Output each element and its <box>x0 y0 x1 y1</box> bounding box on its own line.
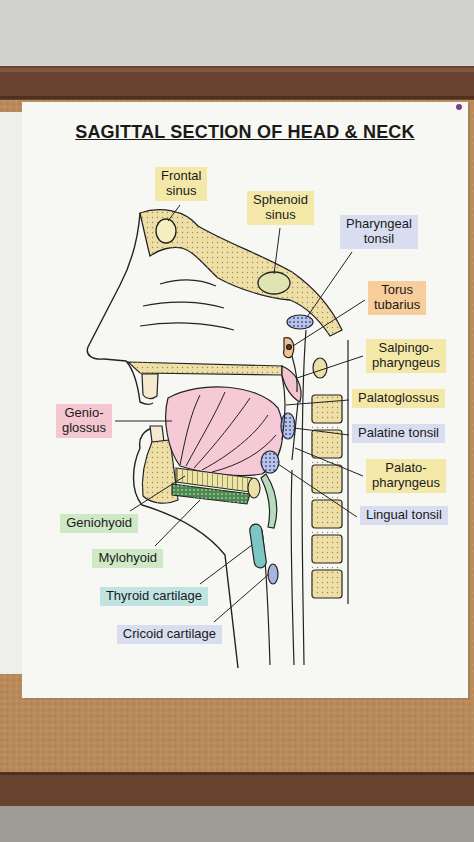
leader-lines <box>286 400 349 405</box>
leader-lines <box>200 545 252 584</box>
label-box: Palato-pharyngeus <box>366 459 446 493</box>
background <box>0 68 474 72</box>
pharynx-structures <box>302 330 306 665</box>
background <box>456 104 462 110</box>
background <box>0 0 474 68</box>
structure-label: Palatoglossus <box>358 391 439 406</box>
leader-lines <box>155 500 200 546</box>
pharynx-structures <box>287 315 313 329</box>
pharynx-structures <box>268 564 278 584</box>
background <box>0 96 474 99</box>
vertebral-column <box>313 358 327 378</box>
tongue <box>202 415 268 470</box>
leader-lines <box>274 228 280 274</box>
tongue <box>166 387 283 476</box>
pharynx-structures <box>292 402 298 460</box>
label-box: Geniohyoid <box>60 514 138 533</box>
pharynx-structures <box>287 345 292 350</box>
label-box: Thyroid cartilage <box>100 587 208 606</box>
label-box: Palatine tonsil <box>352 424 445 443</box>
structure-label: Mylohyoid <box>98 551 157 566</box>
tongue <box>166 387 283 476</box>
label-box: Mylohyoid <box>92 549 163 568</box>
background <box>22 102 468 698</box>
leader-lines <box>297 356 363 378</box>
label-box: Cricoid cartilage <box>117 625 222 644</box>
structure-label: Frontal sinus <box>161 169 201 199</box>
teeth-and-mandible <box>142 374 158 399</box>
leader-lines <box>294 428 349 435</box>
vertebral-column <box>347 340 348 604</box>
structure-label: Palatine tonsil <box>358 426 439 441</box>
label-box: Genio-glossus <box>56 404 112 438</box>
structure-label: Thyroid cartilage <box>106 589 202 604</box>
palate <box>128 362 282 375</box>
pharynx-structures <box>261 451 279 473</box>
label-box: Salpingo-pharyngeus <box>366 339 446 373</box>
label-box: Sphenoid sinus <box>247 191 314 225</box>
label-box: Pharyngeal tonsil <box>340 215 418 249</box>
leader-lines <box>295 448 363 476</box>
poster-title: SAGITTAL SECTION OF HEAD & NECK <box>22 122 468 143</box>
skull-base <box>140 210 342 336</box>
leader-lines <box>214 574 269 622</box>
label-box: Torus tubarius <box>368 281 426 315</box>
structure-label: Pharyngeal tonsil <box>346 217 412 247</box>
structure-label: Torus tubarius <box>374 283 420 313</box>
pharynx-structures <box>291 470 294 665</box>
leader-lines <box>115 421 172 422</box>
vertebral-column <box>312 340 348 604</box>
leader-lines <box>278 464 357 517</box>
leader-lines <box>307 252 352 317</box>
structure-label: Geniohyoid <box>66 516 132 531</box>
skull-base <box>140 210 342 336</box>
nasal-conchae <box>140 280 234 330</box>
floor-muscles <box>172 468 260 504</box>
background <box>0 772 474 806</box>
floor-muscles <box>248 478 260 498</box>
skull-base <box>140 210 342 336</box>
tongue <box>180 395 200 465</box>
tongue <box>194 398 250 468</box>
background <box>0 772 474 775</box>
structure-label: Genio-glossus <box>62 406 106 436</box>
skull-base <box>258 272 290 294</box>
pharynx-structures <box>282 376 285 440</box>
leader-lines <box>130 476 185 511</box>
pharynx-structures <box>249 315 313 665</box>
background <box>0 66 474 100</box>
label-box: Palatoglossus <box>352 389 445 408</box>
background <box>0 806 474 842</box>
floor-muscles <box>172 484 250 504</box>
skull-base <box>156 219 176 243</box>
pharynx-structures <box>261 474 277 528</box>
pharynx-structures <box>249 523 267 568</box>
label-box: Frontal sinus <box>155 167 207 201</box>
nasal-conchae <box>143 302 224 308</box>
pharynx-structures <box>284 338 294 358</box>
leader-lines <box>168 205 180 221</box>
floor-muscles <box>172 484 250 504</box>
structure-label: Sphenoid sinus <box>253 193 308 223</box>
pharynx-structures <box>287 315 313 329</box>
background <box>0 112 24 674</box>
nasal-conchae <box>160 280 216 286</box>
leader-lines <box>293 300 365 346</box>
teeth-and-mandible <box>150 426 164 442</box>
structure-label: Cricoid cartilage <box>123 627 216 642</box>
structure-label: Lingual tonsil <box>366 508 442 523</box>
structure-label: Palato-pharyngeus <box>372 461 440 491</box>
palate <box>128 362 282 375</box>
pharynx-structures <box>292 356 297 392</box>
label-box: Lingual tonsil <box>360 506 448 525</box>
nasal-conchae <box>140 323 234 330</box>
structure-label: Salpingo-pharyngeus <box>372 341 440 371</box>
pharynx-structures <box>261 451 279 473</box>
